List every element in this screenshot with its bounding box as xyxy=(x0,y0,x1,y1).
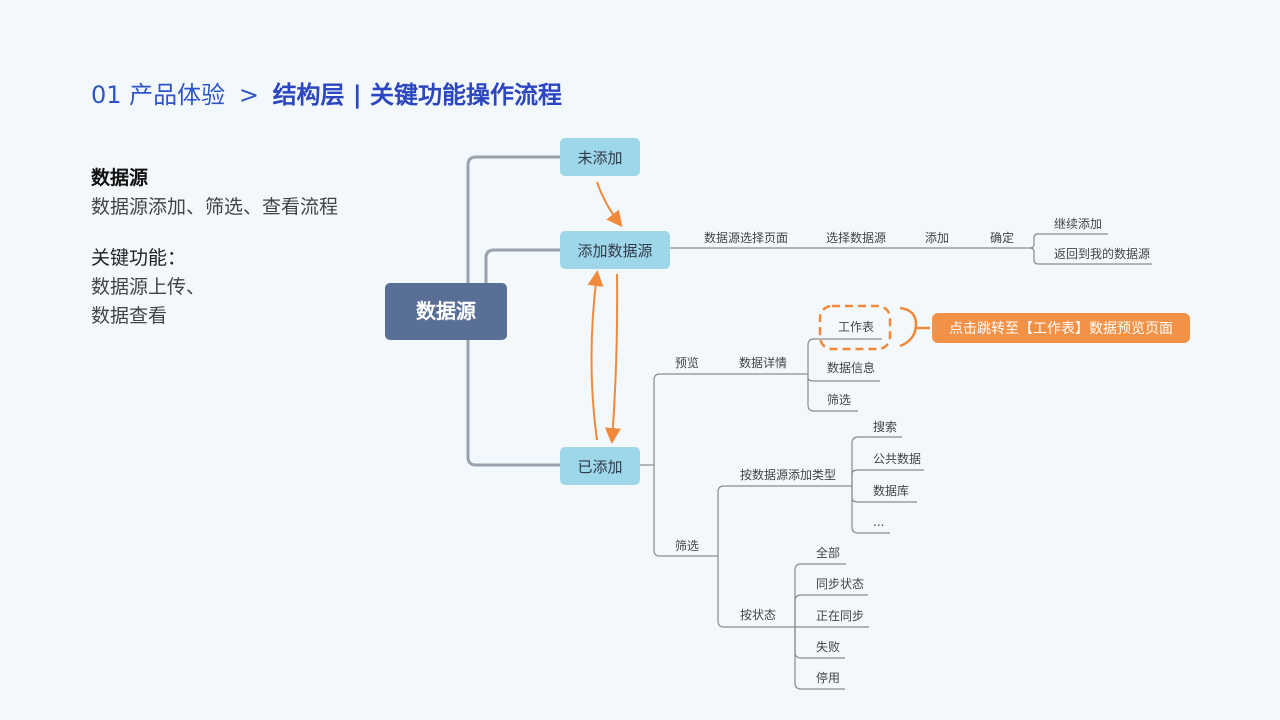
arrow-added-to-add xyxy=(587,270,604,441)
section-number: 01 产品体验 xyxy=(91,81,226,109)
flow-step: 数据源选择页面 xyxy=(704,230,788,245)
breadcrumb: 01 产品体验 > 结构层 | 关键功能操作流程 xyxy=(91,78,562,112)
trunk-connectors xyxy=(466,155,560,467)
flow-step: 选择数据源 xyxy=(826,230,886,245)
branch-label-preview: 预览 xyxy=(675,355,699,370)
flow-step: 添加 xyxy=(925,231,949,245)
branch-label-detail: 数据详情 xyxy=(739,355,787,370)
filter-branch: 筛选 按数据源添加类型 搜索 公共数据 数据库 ... 按状态 全部 同步状态 … xyxy=(675,419,921,685)
node-label: 添加数据源 xyxy=(577,242,652,260)
arrow-notadded-to-add xyxy=(596,181,623,228)
callout-text: 点击跳转至【工作表】数据预览页面 xyxy=(949,321,1173,337)
leaf-type: 搜索 xyxy=(873,419,897,434)
breadcrumb-separator: > xyxy=(238,81,259,109)
node-label: 未添加 xyxy=(577,149,622,167)
flow-arrows xyxy=(587,181,623,444)
root-node-label: 数据源 xyxy=(416,299,476,323)
confirm-option: 继续添加 xyxy=(1054,217,1102,231)
root-node[interactable]: 数据源 xyxy=(385,283,507,340)
node-not-added[interactable]: 未添加 xyxy=(560,138,640,176)
leaf-status: 失败 xyxy=(816,639,840,654)
key-feature-item: 数据源上传、 xyxy=(91,276,206,298)
key-features-label: 关键功能： xyxy=(91,247,187,269)
page-title: 结构层 | 关键功能操作流程 xyxy=(272,81,563,109)
branch-label-by-type: 按数据源添加类型 xyxy=(740,467,836,482)
leaf-status: 同步状态 xyxy=(816,577,864,591)
node-label: 已添加 xyxy=(577,458,622,476)
leaf-type: 公共数据 xyxy=(873,451,921,466)
branch-label-filter: 筛选 xyxy=(675,538,699,553)
leaf-filter: 筛选 xyxy=(827,392,851,407)
node-add-datasource[interactable]: 添加数据源 xyxy=(560,231,670,269)
arrow-add-to-added xyxy=(604,273,621,444)
leaf-status: 全部 xyxy=(816,545,840,560)
node-added[interactable]: 已添加 xyxy=(560,447,640,485)
leaf-type: 数据库 xyxy=(873,483,909,498)
leaf-status: 停用 xyxy=(816,670,840,685)
sidebar-heading: 数据源 xyxy=(91,167,149,189)
leaf-data-info: 数据信息 xyxy=(827,360,875,375)
sidebar-description: 数据源添加、筛选、查看流程 xyxy=(91,196,339,218)
leaf-status: 正在同步 xyxy=(816,609,864,623)
key-feature-item: 数据查看 xyxy=(91,305,168,327)
preview-branch: 预览 数据详情 工作表 数据信息 筛选 xyxy=(675,320,875,407)
add-flow-labels: 数据源选择页面 选择数据源 添加 确定 继续添加 返回到我的数据源 xyxy=(704,217,1150,261)
worksheet-highlight xyxy=(818,304,892,351)
branch-lines xyxy=(640,233,1152,690)
leaf-type: ... xyxy=(873,515,884,529)
flow-step: 确定 xyxy=(990,230,1014,245)
confirm-option: 返回到我的数据源 xyxy=(1054,246,1150,261)
callout-worksheet-jump: 点击跳转至【工作表】数据预览页面 xyxy=(932,313,1190,343)
branch-label-by-status: 按状态 xyxy=(740,608,776,622)
leaf-worksheet: 工作表 xyxy=(838,320,874,334)
sidebar-notes: 数据源 数据源添加、筛选、查看流程 关键功能： 数据源上传、 数据查看 xyxy=(91,164,338,331)
